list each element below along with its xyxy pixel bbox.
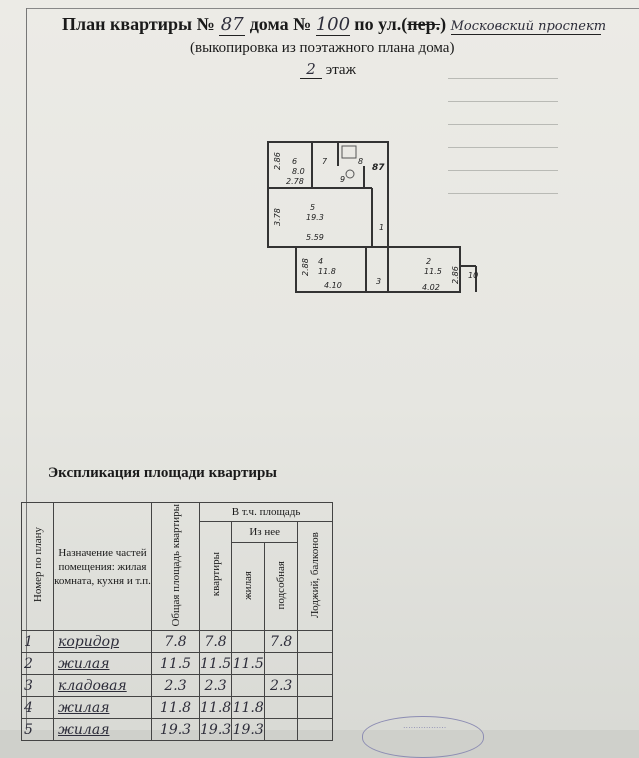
- header-auxiliary: подсобная: [264, 542, 299, 631]
- plan-room-9-num: 9: [340, 175, 345, 184]
- plan-room-6-dim: 2.78: [286, 177, 304, 186]
- plan-room-2-dim: 4.02: [422, 283, 440, 292]
- plan-room-4-area: 11.8: [318, 267, 336, 276]
- header-loggias: Лоджий, балконов: [297, 521, 334, 631]
- cell-living: [231, 630, 266, 653]
- cell-num: 4: [21, 696, 54, 719]
- street-name: Московский проспект: [450, 19, 607, 35]
- cell-total: 11.8: [151, 696, 200, 719]
- plan-room-5-dim: 5.59: [306, 233, 324, 242]
- floor-number: 2: [300, 60, 322, 79]
- header-plan-number: Номер по плану: [21, 502, 54, 631]
- plan-room-7-num: 7: [322, 157, 328, 166]
- cell-aux: 7.8: [264, 630, 299, 653]
- cell-name: жилая: [53, 652, 152, 675]
- frame-top-line: [26, 8, 639, 9]
- plan-room-2-num: 2: [426, 257, 431, 266]
- header-of-which: Из нее: [231, 520, 299, 544]
- cell-apt: 11.8: [198, 696, 233, 719]
- plan-room-2-side: 2.86: [451, 266, 460, 284]
- plan-room-2-area: 11.5: [424, 267, 442, 276]
- bath-fixture: [341, 145, 357, 159]
- header-incl-group: В т.ч. площадь: [198, 502, 334, 522]
- cell-aux: [264, 696, 299, 719]
- faded-stamp-lines: [448, 78, 558, 238]
- plan-apartment-mark: 87: [372, 163, 385, 173]
- plan-wall-upper: [267, 141, 389, 248]
- cell-apt: 7.8: [198, 630, 233, 653]
- cell-loggia: [297, 630, 334, 653]
- floor-line: 2 этаж: [300, 60, 356, 79]
- plan-room-10-num: 10: [468, 271, 478, 280]
- house-number: 100: [315, 14, 351, 36]
- header-total-area: Общая площадь квартиры: [151, 502, 200, 631]
- plan-room-5-side: 3.78: [273, 208, 282, 226]
- cell-aux: [264, 652, 299, 675]
- cell-total: 7.8: [151, 630, 200, 653]
- plan-room-3-num: 3: [376, 277, 381, 286]
- plan-room-6-area: 8.0: [292, 167, 305, 176]
- apartment-number: 87: [219, 14, 246, 36]
- cell-living: 11.8: [231, 696, 266, 719]
- cell-loggia: [297, 696, 334, 719]
- cell-apt: 11.5: [198, 652, 233, 675]
- cell-total: 11.5: [151, 652, 200, 675]
- explication-title: Экспликация площади квартиры: [48, 465, 278, 481]
- cell-living: 11.5: [231, 652, 266, 675]
- frame-left-line: [26, 8, 27, 730]
- plan-wall-lower-right: [387, 246, 461, 293]
- plan-room-5-area: 19.3: [306, 213, 324, 222]
- cell-num: 2: [21, 652, 54, 675]
- header-apartments: квартиры: [198, 521, 233, 631]
- header-living: жилая: [231, 542, 266, 631]
- cell-name: жилая: [53, 696, 152, 719]
- plan-room-6-side: 2.86: [273, 152, 282, 170]
- document-title: План квартиры № 87 дома № 100 по ул.(пер…: [62, 14, 607, 36]
- cell-aux: 2.3: [264, 674, 299, 697]
- sink-fixture: [345, 169, 355, 179]
- round-stamp: .................: [362, 716, 484, 758]
- cell-num: 1: [21, 630, 54, 653]
- cell-living: [231, 674, 266, 697]
- header-purpose: Назначение частей помещения: жилая комна…: [53, 502, 152, 631]
- plan-room-1-num: 1: [379, 223, 384, 232]
- cell-total: 2.3: [151, 674, 200, 697]
- plan-room-6-num: 6: [292, 157, 297, 166]
- cell-name: кладовая: [53, 674, 152, 697]
- plan-room-4-dim: 4.10: [324, 281, 342, 290]
- cell-loggia: [297, 674, 334, 697]
- explication-table: Номер по плану Назначение частей помещен…: [21, 502, 334, 741]
- struck-lane: пер.: [407, 14, 441, 34]
- cell-name: коридор: [53, 630, 152, 653]
- plan-room-4-num: 4: [318, 257, 323, 266]
- cell-apt: 2.3: [198, 674, 233, 697]
- document-subtitle: (выкопировка из поэтажного плана дома): [190, 40, 455, 56]
- plan-room-8-num: 8: [358, 157, 363, 166]
- plan-room-4-side: 2.88: [301, 258, 310, 276]
- floor-plan: 6 8.0 2.78 2.86 7 8 9 5 19.3 5.59 3.78 1…: [267, 141, 478, 293]
- cell-num: 3: [21, 674, 54, 697]
- cell-loggia: [297, 652, 334, 675]
- plan-room-5-num: 5: [310, 203, 315, 212]
